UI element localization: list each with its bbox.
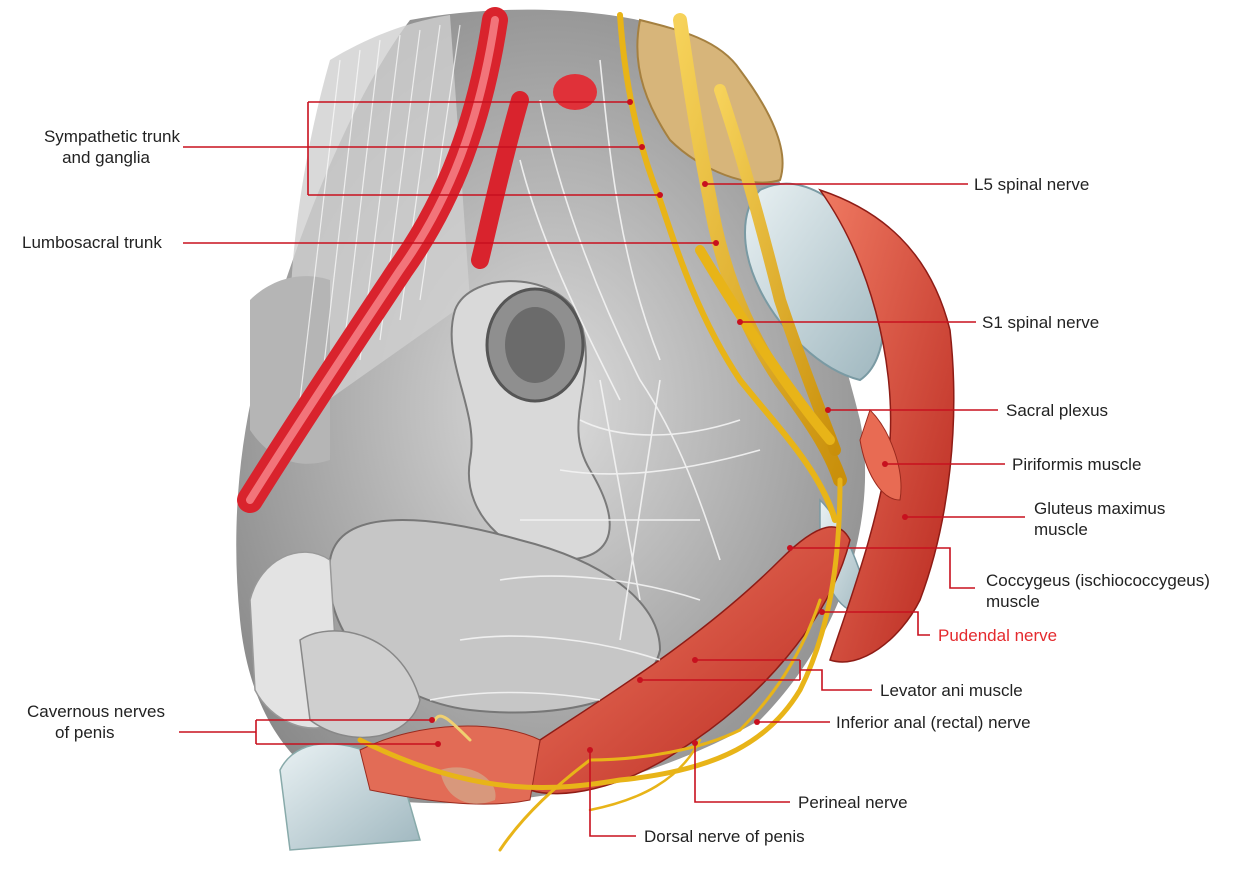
label-sympathetic-trunk-line1: Sympathetic trunk xyxy=(43,127,180,146)
rectum xyxy=(450,280,611,562)
label-levator-ani: Levator ani muscle xyxy=(880,681,1023,700)
nerves xyxy=(357,12,847,852)
hypogastric-plexus xyxy=(429,59,761,701)
label-coccygeus-line1: Coccygeus (ischiococcygeus) xyxy=(986,571,1210,590)
leader-dots xyxy=(429,99,908,753)
label-dorsal-nerve-penis: Dorsal nerve of penis xyxy=(644,827,805,846)
label-gluteus-maximus: Gluteus maximus muscle xyxy=(1034,498,1165,540)
label-sympathetic-trunk-line2: and ganglia xyxy=(62,148,150,167)
label-lumbosacral-trunk: Lumbosacral trunk xyxy=(22,233,162,252)
label-sacral-plexus: Sacral plexus xyxy=(1006,401,1109,420)
label-coccygeus: Coccygeus (ischiococcygeus) muscle xyxy=(986,570,1210,612)
pubic-bone xyxy=(249,551,421,851)
iliac-artery xyxy=(237,7,597,513)
leader-lines xyxy=(179,101,1025,837)
label-cavernous-nerves-line2: of penis xyxy=(55,723,115,742)
label-gluteus-maximus-line1: Gluteus maximus xyxy=(1034,499,1166,518)
label-cavernous-nerves: Cavernous nerves of penis xyxy=(27,701,165,743)
label-s1-spinal-nerve: S1 spinal nerve xyxy=(982,313,1100,332)
label-inferior-anal-nerve: Inferior anal (rectal) nerve xyxy=(836,713,1031,732)
label-piriformis-muscle: Piriformis muscle xyxy=(1012,455,1142,474)
label-sympathetic-trunk: Sympathetic trunk and ganglia xyxy=(20,126,180,168)
gluteal-muscles xyxy=(818,188,955,663)
label-coccygeus-line2: muscle xyxy=(986,592,1040,611)
label-pudendal-nerve: Pudendal nerve xyxy=(938,626,1058,645)
label-l5-spinal-nerve: L5 spinal nerve xyxy=(974,175,1090,194)
label-gluteus-maximus-line2: muscle xyxy=(1034,520,1088,539)
label-cavernous-nerves-line1: Cavernous nerves xyxy=(27,702,165,721)
label-perineal-nerve: Perineal nerve xyxy=(798,793,908,812)
